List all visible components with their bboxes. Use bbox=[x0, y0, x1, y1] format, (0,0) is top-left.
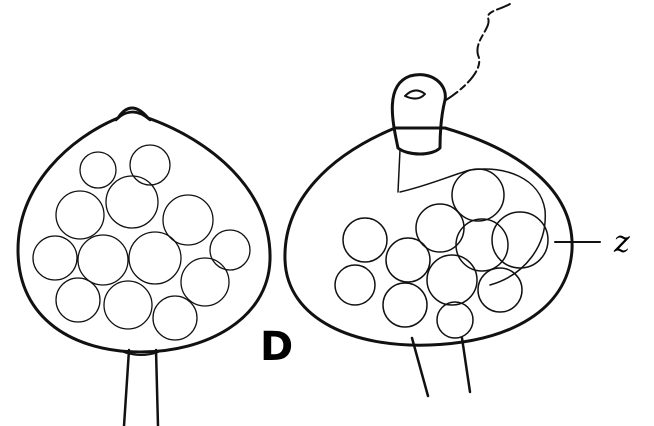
left-spore-mass bbox=[33, 145, 250, 340]
right-sporangium bbox=[285, 2, 600, 396]
right-discharge-tube bbox=[392, 75, 445, 154]
cell-cluster bbox=[335, 169, 548, 338]
right-discharge-pore bbox=[405, 90, 425, 98]
right-inner-line bbox=[398, 150, 400, 192]
left-sporangium bbox=[18, 108, 270, 426]
right-sporangium-wall bbox=[285, 128, 572, 345]
panel-label-D: D bbox=[260, 324, 293, 370]
left-stalk bbox=[124, 350, 158, 426]
right-flagellum bbox=[446, 2, 512, 100]
annotation-z: z bbox=[613, 225, 630, 260]
